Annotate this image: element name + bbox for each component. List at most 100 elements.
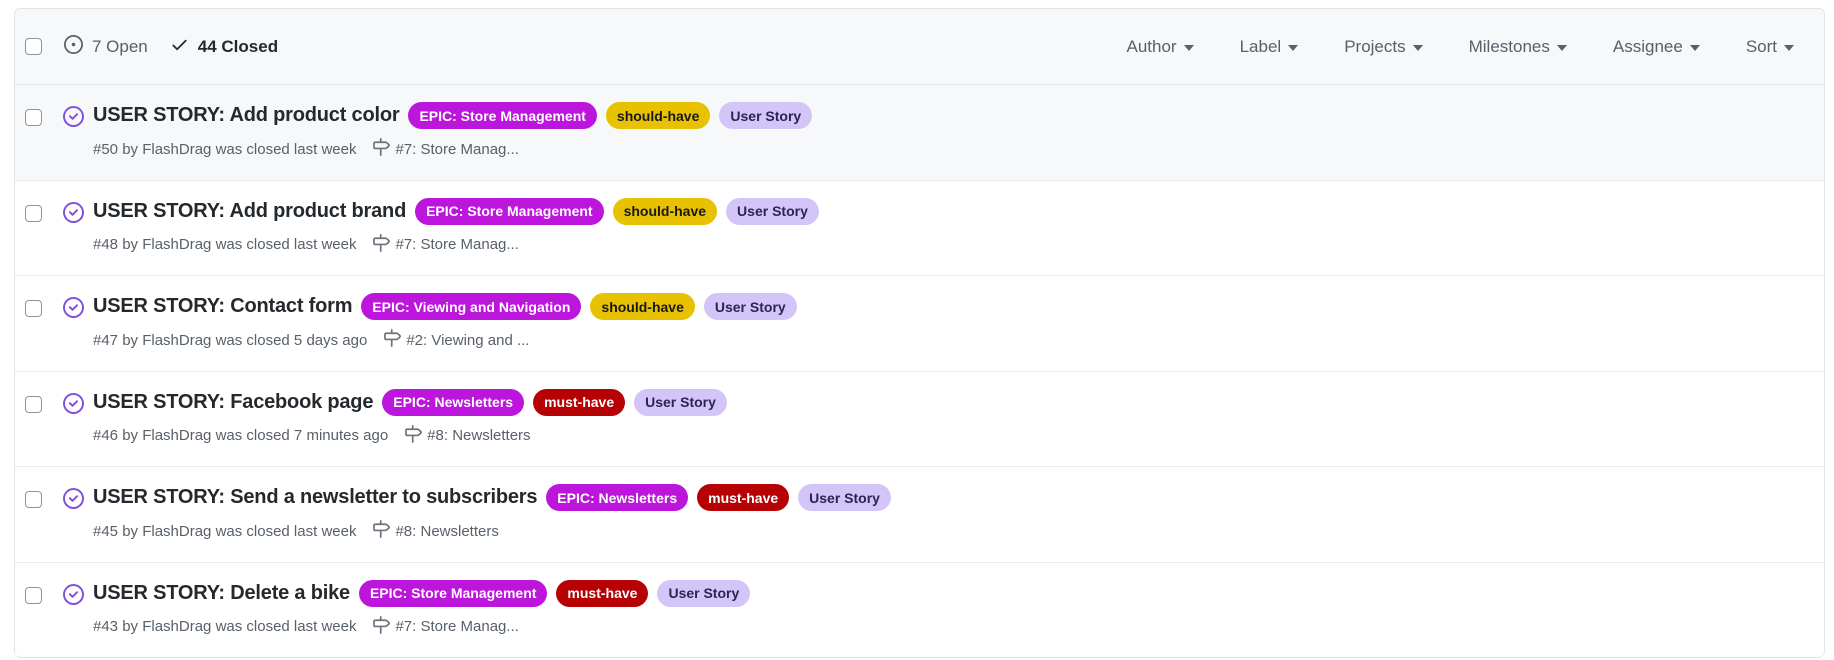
- milestone-icon: [383, 329, 402, 351]
- issue-label[interactable]: should-have: [605, 102, 711, 129]
- issue-select-checkbox[interactable]: [25, 586, 42, 604]
- issue-title-link[interactable]: USER STORY: Delete a bike: [93, 581, 350, 604]
- toolbar-filters: Author Label Projects Milestones Assigne…: [1126, 37, 1794, 57]
- chevron-down-icon: [1784, 44, 1794, 51]
- issue-select-checkbox[interactable]: [25, 109, 42, 126]
- issue-label[interactable]: User Story: [719, 102, 813, 129]
- issue-row: USER STORY: Delete a bike EPIC: Store Ma…: [15, 562, 1824, 658]
- issue-select-checkbox[interactable]: [25, 395, 42, 413]
- milestone-link[interactable]: #7: Store Manag...: [372, 615, 519, 638]
- issue-meta-line: #45 by FlashDrag was closed last week #8…: [93, 520, 891, 542]
- select-all-checkbox[interactable]: [25, 38, 42, 55]
- issue-content: USER STORY: Add product color EPIC: Stor…: [93, 102, 813, 160]
- filter-dropdown-projects[interactable]: Projects: [1344, 36, 1423, 57]
- issue-closed-icon: [63, 488, 84, 509]
- issue-label[interactable]: User Story: [657, 579, 751, 607]
- issue-label[interactable]: EPIC: Newsletters: [546, 484, 689, 511]
- closed-count-label: 44 Closed: [197, 36, 279, 56]
- chevron-down-icon: [1183, 44, 1194, 51]
- issue-closed-icon: [63, 106, 84, 127]
- issue-title-line: USER STORY: Send a newsletter to subscri…: [93, 484, 891, 511]
- filter-dropdown-sort[interactable]: Sort: [1746, 37, 1794, 57]
- filter-dropdown-label[interactable]: Label: [1240, 37, 1299, 57]
- issue-select-checkbox[interactable]: [25, 204, 42, 222]
- issue-select-checkbox[interactable]: [25, 300, 42, 317]
- filter-label: Projects: [1344, 36, 1406, 56]
- milestone-label: #8: Newsletters: [427, 427, 531, 444]
- issue-label[interactable]: must-have: [697, 484, 790, 511]
- issues-toolbar: 7 Open 44 Closed Author Label Projects: [15, 9, 1824, 85]
- check-icon: [170, 35, 189, 59]
- issue-title-link[interactable]: USER STORY: Contact form: [93, 295, 353, 317]
- filter-label: Author: [1126, 36, 1177, 56]
- issue-content: USER STORY: Delete a bike EPIC: Store Ma…: [93, 579, 751, 638]
- issue-closed-icon: [63, 201, 84, 223]
- milestone-link[interactable]: #8: Newsletters: [404, 424, 531, 447]
- chevron-down-icon: [1412, 44, 1423, 51]
- issue-label[interactable]: EPIC: Newsletters: [382, 388, 525, 416]
- milestone-link[interactable]: #2: Viewing and ...: [383, 329, 529, 351]
- chevron-down-icon: [1288, 44, 1299, 51]
- filter-dropdown-milestones[interactable]: Milestones: [1469, 37, 1567, 57]
- issue-label[interactable]: must-have: [556, 579, 649, 607]
- milestone-link[interactable]: #7: Store Manag...: [372, 138, 519, 160]
- filter-dropdown-assignee[interactable]: Assignee: [1613, 37, 1700, 57]
- issues-list-container: 7 Open 44 Closed Author Label Projects: [14, 8, 1825, 658]
- issue-title-link[interactable]: USER STORY: Add product color: [93, 104, 400, 126]
- milestone-link[interactable]: #7: Store Manag...: [372, 233, 519, 256]
- issue-title-link[interactable]: USER STORY: Add product brand: [93, 199, 407, 222]
- issue-label[interactable]: should-have: [612, 197, 718, 225]
- issue-content: USER STORY: Contact form EPIC: Viewing a…: [93, 293, 797, 351]
- issue-label[interactable]: must-have: [533, 388, 626, 416]
- issue-label[interactable]: EPIC: Viewing and Navigation: [361, 293, 582, 320]
- issue-row: USER STORY: Contact form EPIC: Viewing a…: [15, 276, 1824, 372]
- milestone-icon: [372, 233, 391, 256]
- issue-meta-text: #45 by FlashDrag was closed last week: [93, 522, 357, 540]
- issue-rows: USER STORY: Add product color EPIC: Stor…: [15, 85, 1824, 658]
- issue-meta-text: #46 by FlashDrag was closed 7 minutes ag…: [93, 427, 389, 444]
- issue-meta-line: #43 by FlashDrag was closed last week #7…: [93, 615, 750, 638]
- issue-opened-icon: [64, 34, 83, 59]
- milestone-label: #8: Newsletters: [395, 522, 499, 540]
- milestone-link[interactable]: #8: Newsletters: [372, 520, 499, 542]
- issue-label[interactable]: EPIC: Store Management: [408, 102, 597, 129]
- milestone-icon: [372, 138, 391, 160]
- filter-label: Assignee: [1612, 36, 1683, 56]
- issue-meta-line: #46 by FlashDrag was closed 7 minutes ag…: [93, 424, 727, 447]
- closed-issues-button[interactable]: 44 Closed: [170, 35, 278, 59]
- issue-label[interactable]: EPIC: Store Management: [415, 197, 604, 225]
- issue-title-line: USER STORY: Add product brand EPIC: Stor…: [93, 197, 819, 225]
- issue-select-checkbox[interactable]: [25, 491, 42, 508]
- issue-label[interactable]: User Story: [703, 293, 797, 320]
- issue-row: USER STORY: Add product brand EPIC: Stor…: [15, 180, 1824, 276]
- filter-label: Milestones: [1468, 36, 1550, 56]
- milestone-label: #7: Store Manag...: [395, 236, 519, 253]
- issue-row: USER STORY: Send a newsletter to subscri…: [15, 467, 1824, 563]
- milestone-icon: [372, 615, 391, 638]
- issue-label[interactable]: EPIC: Store Management: [358, 579, 548, 607]
- issue-meta-line: #50 by FlashDrag was closed last week #7…: [93, 138, 812, 160]
- open-count-label: 7 Open: [92, 36, 148, 56]
- issue-title-link[interactable]: USER STORY: Facebook page: [93, 390, 374, 413]
- issue-content: USER STORY: Send a newsletter to subscri…: [93, 484, 891, 542]
- issue-meta-line: #47 by FlashDrag was closed 5 days ago #…: [93, 329, 797, 351]
- chevron-down-icon: [1689, 44, 1700, 51]
- issue-content: USER STORY: Add product brand EPIC: Stor…: [93, 197, 819, 256]
- filter-dropdown-author[interactable]: Author: [1126, 36, 1194, 57]
- issue-meta-text: #50 by FlashDrag was closed last week: [93, 140, 357, 158]
- issue-meta-text: #43 by FlashDrag was closed last week: [93, 618, 357, 635]
- issue-label[interactable]: User Story: [634, 388, 727, 416]
- open-issues-button[interactable]: 7 Open: [64, 34, 148, 59]
- chevron-down-icon: [1556, 44, 1567, 51]
- issue-label[interactable]: User Story: [798, 484, 891, 511]
- filter-label: Label: [1239, 36, 1282, 56]
- issue-label[interactable]: should-have: [590, 293, 695, 320]
- issue-title-link[interactable]: USER STORY: Send a newsletter to subscri…: [93, 486, 538, 508]
- issue-label[interactable]: User Story: [726, 197, 819, 225]
- issue-meta-text: #47 by FlashDrag was closed 5 days ago: [93, 331, 368, 349]
- issue-meta-line: #48 by FlashDrag was closed last week #7…: [93, 233, 819, 256]
- issue-title-line: USER STORY: Contact form EPIC: Viewing a…: [93, 293, 797, 320]
- toolbar-left: 7 Open 44 Closed: [25, 34, 278, 59]
- filter-label: Sort: [1745, 36, 1777, 56]
- issue-meta-text: #48 by FlashDrag was closed last week: [93, 236, 357, 253]
